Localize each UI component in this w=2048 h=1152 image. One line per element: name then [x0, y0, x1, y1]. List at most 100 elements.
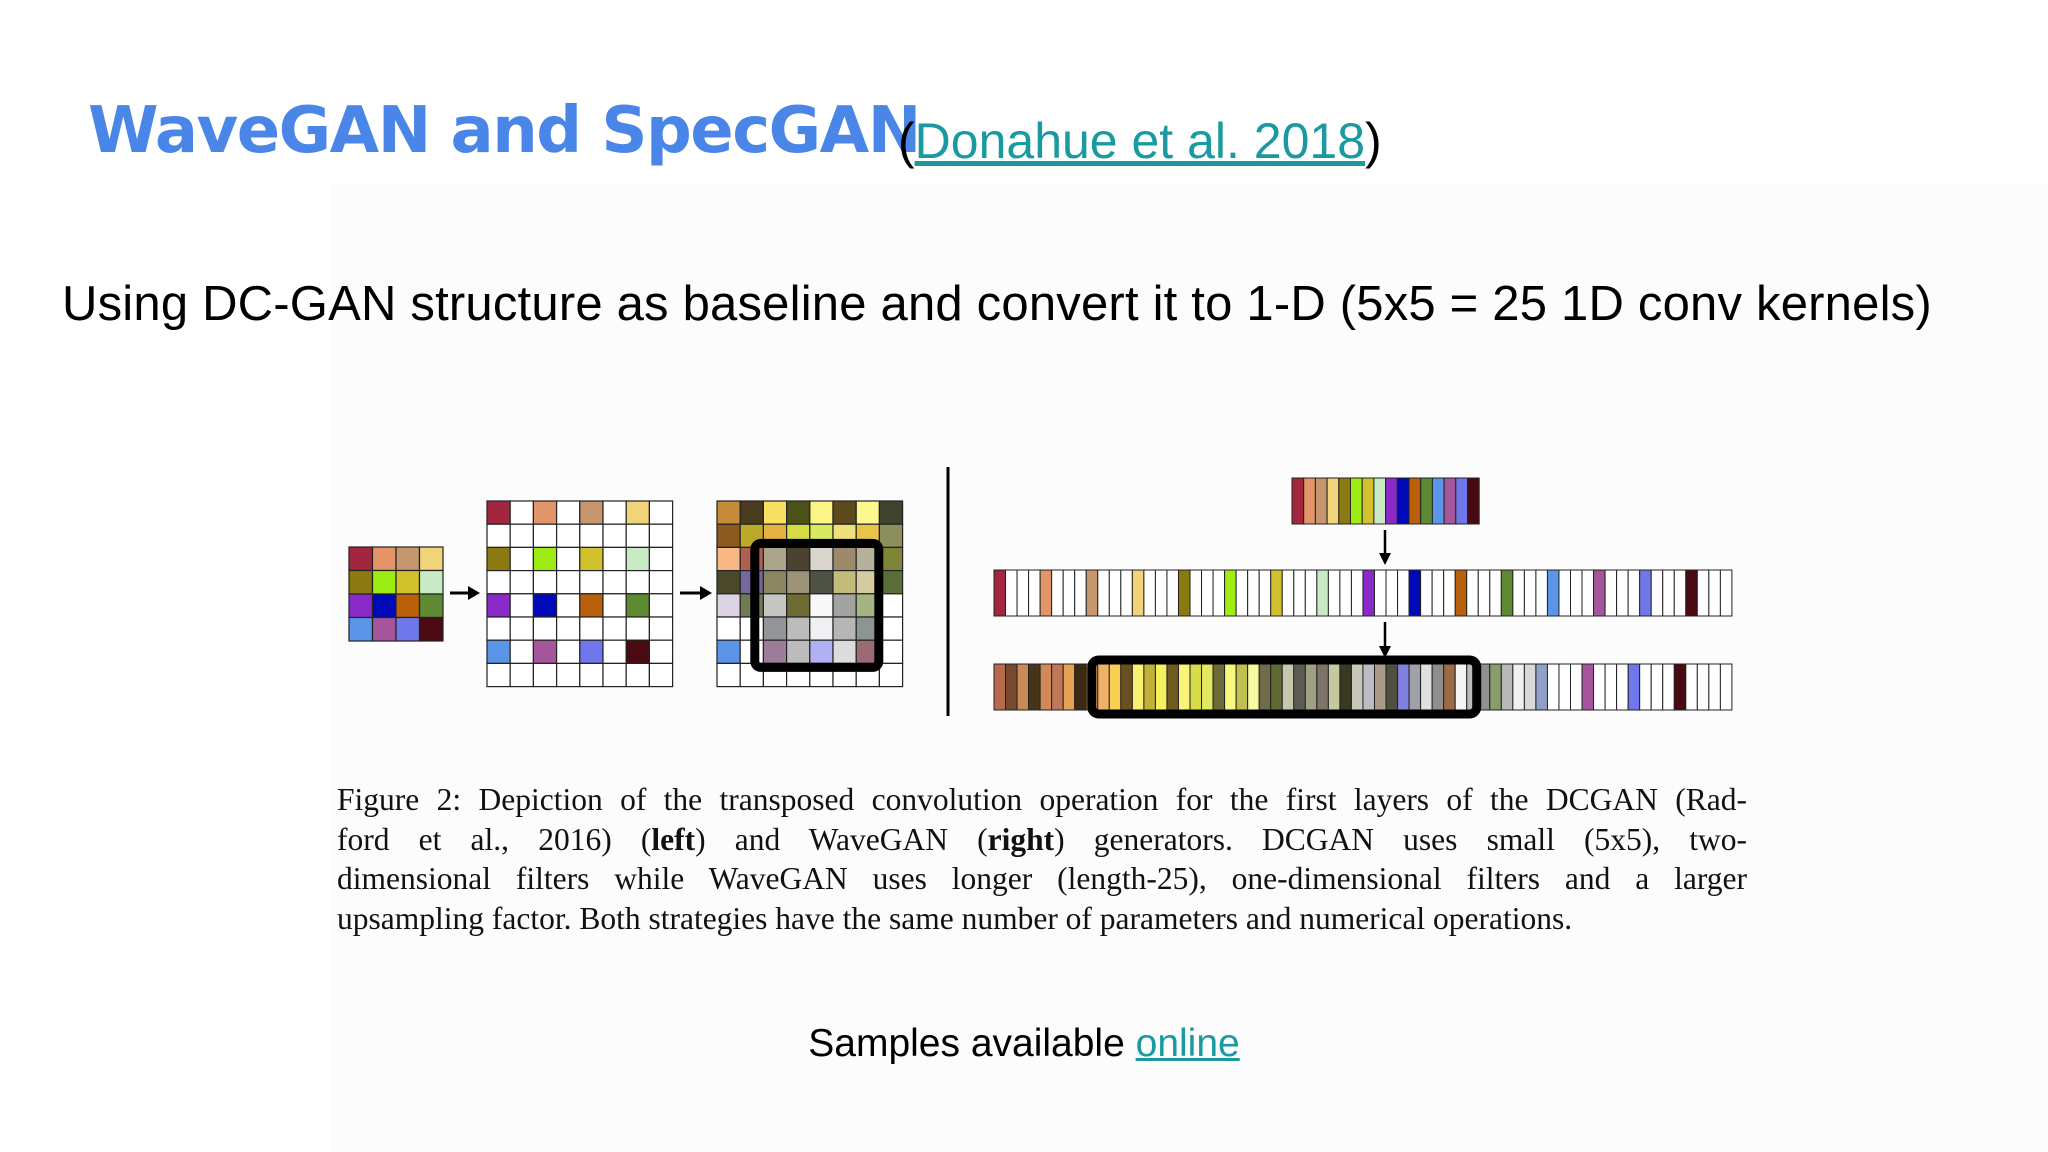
upsampled-grid-cell [555, 662, 581, 688]
upsampled-strip-cell [1708, 569, 1721, 617]
output-strip-cell [1454, 663, 1468, 711]
upsampled-strip-cell [1247, 569, 1260, 617]
caption-bold-left: left [651, 821, 696, 857]
output-strip-cell [1616, 663, 1629, 711]
output-strip-cell [1281, 663, 1295, 711]
kernel-strip-cell [1443, 477, 1457, 525]
upsampled-strip-cell [1039, 569, 1053, 617]
upsampled-strip-cell [1212, 569, 1226, 617]
output-grid-cell [809, 616, 834, 641]
output-grid-cell [809, 546, 834, 572]
input-grid-cell [348, 616, 374, 642]
output-strip-cell [1051, 663, 1064, 711]
input-grid-cell [395, 569, 421, 595]
upsampled-strip-cell [1604, 569, 1618, 617]
upsampled-grid-cell [579, 546, 604, 572]
upsampled-grid-cell [625, 500, 651, 525]
kernel-highlight-box [1087, 655, 1482, 719]
upsampled-strip-cell [1131, 569, 1145, 617]
upsampled-grid-cell [509, 639, 535, 665]
input-grid-cell [371, 569, 397, 595]
input-grid-cell [371, 546, 397, 572]
upsampled-grid-cell [602, 662, 627, 688]
output-strip-cell [1097, 663, 1110, 711]
upsampled-grid-cell [602, 500, 627, 525]
upsampled-grid-cell [625, 662, 651, 688]
output-grid-cell [762, 500, 788, 525]
output-grid-cell [716, 500, 741, 525]
samples-online-link[interactable]: online [1135, 1022, 1240, 1065]
kernel-strip-cell [1350, 477, 1363, 525]
caption-line: dimensional filters while WaveGAN uses l… [337, 861, 1747, 896]
upsampled-grid-cell [648, 662, 674, 688]
kernel-strip-cell [1291, 477, 1305, 525]
upsampled-strip-cell [1477, 569, 1491, 617]
citation-open-paren: ( [898, 113, 915, 169]
output-strip-cell [1385, 663, 1399, 711]
upsampled-grid-cell [579, 500, 604, 525]
upsampled-grid-cell [486, 593, 511, 618]
output-grid-cell [762, 616, 788, 641]
kernel-highlight-box [750, 538, 884, 672]
output-strip-cell [1639, 663, 1652, 711]
output-strip-cell [1201, 663, 1214, 711]
output-strip-cell [1039, 663, 1053, 711]
kernel-strip-cell [1361, 477, 1375, 525]
kernel-strip-cell [1338, 477, 1352, 525]
upsampled-strip-cell [1397, 569, 1410, 617]
upsampled-grid-cell [486, 523, 511, 549]
upsampled-strip-cell [1696, 569, 1710, 617]
output-strip-cell [1258, 663, 1272, 711]
upsampled-strip-cell [1235, 569, 1249, 617]
upsampled-grid-cell [532, 593, 558, 618]
arrow-right-icon-head [468, 586, 480, 600]
output-strip-cell [1028, 663, 1041, 711]
upsampled-grid-cell [625, 639, 651, 665]
output-grid-cell [785, 546, 811, 572]
upsampled-strip-cell [1650, 569, 1664, 617]
upsampled-grid-cell [509, 593, 535, 618]
upsampled-grid-cell [509, 569, 535, 595]
output-grid-cell [716, 569, 741, 595]
output-grid-cell [832, 593, 857, 618]
slide-title: WaveGAN and SpecGAN [88, 94, 921, 168]
output-grid-cell [878, 500, 904, 525]
samples-line: Samples available online [0, 1022, 2048, 1066]
upsampled-strip-cell [1373, 569, 1387, 617]
upsampled-strip-cell [1005, 569, 1018, 617]
upsampled-strip-cell [1362, 569, 1375, 617]
output-strip-cell [1719, 663, 1733, 711]
upsampled-grid-cell [648, 593, 674, 618]
upsampled-strip-cell [1570, 569, 1583, 617]
upsampled-strip-cell [1316, 569, 1329, 617]
output-strip-cell [1420, 663, 1433, 711]
citation-link[interactable]: Donahue et al. 2018 [914, 113, 1366, 169]
output-grid-cell [809, 569, 834, 595]
output-grid-cell [785, 639, 811, 665]
output-strip-cell [1131, 663, 1145, 711]
output-strip-cell [1708, 663, 1721, 711]
upsampled-grid-cell [625, 569, 651, 595]
upsampled-strip-cell [1177, 569, 1191, 617]
output-strip-cell [1558, 663, 1571, 711]
output-strip-cell [1408, 663, 1422, 711]
upsampled-strip-cell [1293, 569, 1306, 617]
upsampled-strip-cell [1500, 569, 1514, 617]
output-strip-cell [1166, 663, 1179, 711]
upsampled-strip-cell [1466, 569, 1479, 617]
upsampled-grid-cell [486, 546, 511, 572]
input-grid-cell [371, 616, 397, 642]
upsampled-grid-cell [509, 662, 535, 688]
output-strip-cell [1685, 663, 1698, 711]
output-grid-cell [832, 569, 857, 595]
upsampled-strip-cell [1016, 569, 1030, 617]
kernel-strip-cell [1408, 477, 1422, 525]
output-grid-cell [716, 546, 741, 572]
output-strip-cell [1650, 663, 1664, 711]
output-grid-cell [878, 662, 904, 688]
upsampled-grid-cell [555, 593, 581, 618]
input-grid-cell [371, 593, 397, 619]
output-grid-cell [716, 593, 741, 618]
citation-close-paren: ) [1365, 113, 1382, 169]
caption-line: ford et al., 2016) (left) and WaveGAN (r… [337, 821, 1748, 857]
